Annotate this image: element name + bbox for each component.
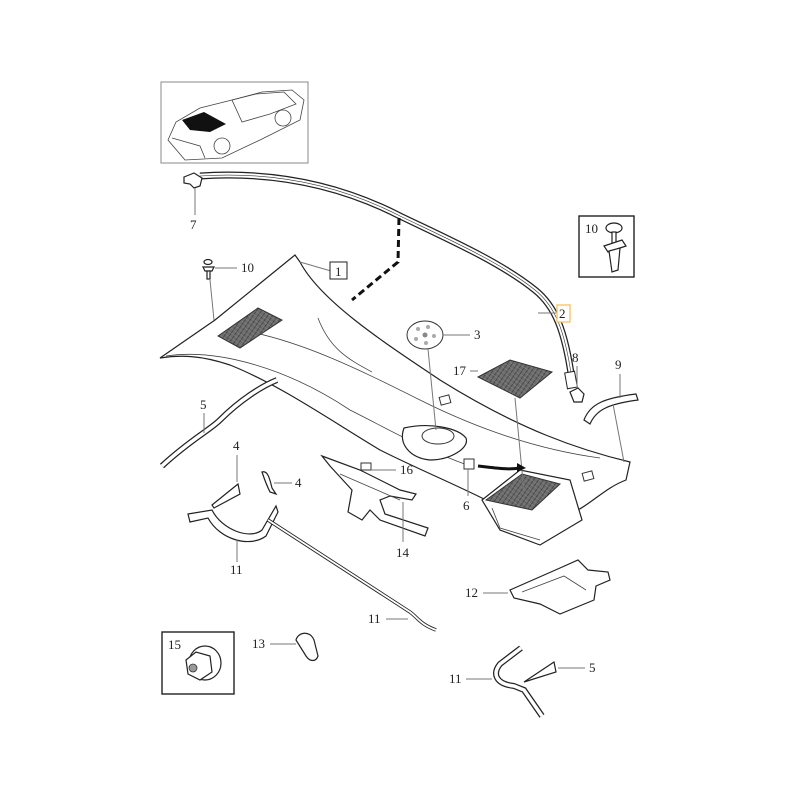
car-overview-thumbnail [160,81,309,164]
detail-box-10: 10 [578,215,635,278]
callout-1-box [329,261,348,280]
callout-6[interactable]: 5 [200,397,207,412]
install-path-dashed [351,217,401,302]
callout-10[interactable]: 10 [241,260,254,275]
callout-1[interactable]: 1 [335,264,342,279]
callout-5-right[interactable]: 5 [589,660,596,675]
part-4-clip [261,471,278,496]
callout-7[interactable]: 6 [463,498,470,513]
part-10-push-clip [202,258,215,280]
callout-17[interactable]: 17 [453,363,467,378]
part-8-end-cap [183,172,203,189]
part-13-clip [295,632,319,662]
callout-3[interactable]: 3 [474,327,481,342]
callout-8-right[interactable]: 8 [572,350,579,365]
part-5-wedge-pad-right [523,661,557,683]
callout-16[interactable]: 16 [400,462,414,477]
part-11-rod-left [187,504,437,632]
callout-11-bottom[interactable]: 11 [449,671,462,686]
part-1-cowl-panel [159,254,631,546]
callout-13[interactable]: 13 [252,636,265,651]
part-3-grommet-plate [406,320,444,350]
callout-12[interactable]: 12 [465,585,478,600]
arrow-7 [477,464,521,471]
callout-11-mid[interactable]: 11 [368,611,381,626]
callout-5-left[interactable]: 4 [233,438,240,453]
part-11-rod-bottom [493,645,545,718]
part-8-end-cap-right [569,387,585,403]
part-12-bracket-cover [509,559,611,615]
part-5-wedge-pad-left [211,482,241,509]
detail-box-10-label: 10 [585,221,598,236]
detail-box-15: 15 [161,631,235,695]
part-7-square-pad [463,458,475,470]
part-16-square-pad [360,462,372,471]
part-17-mesh-filter [476,359,554,399]
callout-11-left[interactable]: 11 [230,562,243,577]
part-9-side-trim [583,393,639,425]
callout-14[interactable]: 14 [396,545,410,560]
callout-2[interactable]: 2 [559,306,566,321]
part-14-bracket [320,454,429,537]
callout-8-top[interactable]: 7 [190,217,197,232]
callout-4[interactable]: 4 [295,475,302,490]
callout-9[interactable]: 9 [615,357,622,372]
callout-2-highlight-box [556,304,571,323]
part-2-seal-strip [199,171,578,390]
detail-box-15-label: 15 [168,637,181,652]
